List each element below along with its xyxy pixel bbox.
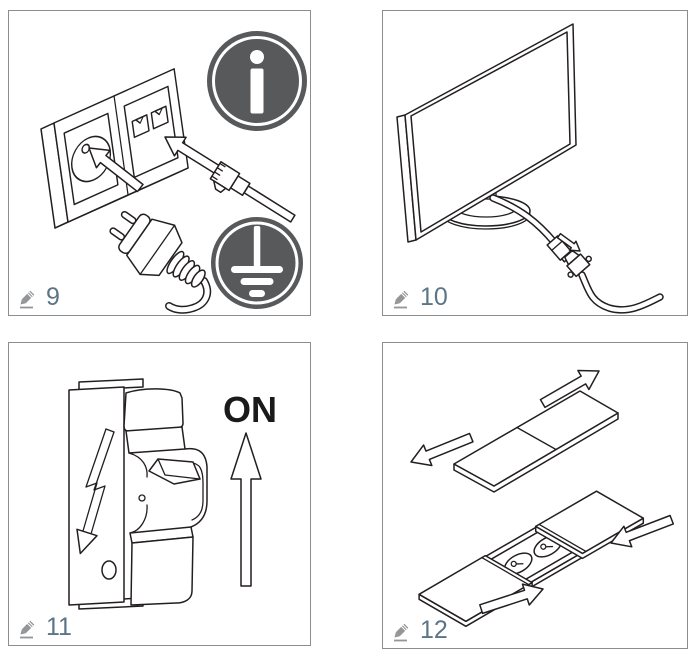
slide-cover-closed — [453, 390, 619, 493]
step-panel-11: ON 11 — [8, 342, 311, 646]
step-label: 10 — [393, 285, 448, 310]
step-11-illustration: ON — [68, 378, 277, 610]
on-label: ON — [223, 389, 277, 430]
step-label: 12 — [393, 618, 448, 643]
step-10-illustration — [396, 23, 664, 314]
step-label: 11 — [19, 615, 72, 640]
lightning-arrow-icon — [76, 428, 115, 555]
up-arrow — [230, 432, 262, 587]
circuit-breaker — [68, 378, 208, 610]
step-9-illustration — [40, 31, 307, 314]
pencil-icon — [394, 290, 409, 309]
step-number: 9 — [46, 283, 60, 311]
wall-outlet — [40, 68, 189, 229]
step-number: 12 — [420, 616, 448, 644]
cable-connector-female — [563, 249, 592, 278]
pencil-icon — [394, 623, 409, 642]
monitor — [396, 23, 577, 243]
step-label: 9 — [19, 285, 60, 310]
slide-panel-right — [534, 490, 645, 560]
monitor-screen — [410, 31, 571, 233]
step-panel-9: 9 — [8, 10, 311, 316]
info-icon — [207, 31, 307, 131]
step-panel-10: 10 — [382, 10, 688, 316]
ground-icon — [211, 217, 303, 309]
breaker-lever — [148, 458, 201, 485]
pencil-icon — [20, 620, 35, 639]
step-number: 10 — [420, 283, 448, 311]
pencil-icon — [20, 290, 35, 309]
incoming-cable — [563, 249, 664, 314]
rj45-jacks — [131, 105, 169, 139]
step-12-illustration — [406, 360, 677, 628]
power-plug — [109, 210, 212, 314]
step-number: 11 — [46, 613, 72, 641]
slide-cover-open — [418, 490, 645, 628]
step-panel-12: 12 — [382, 342, 688, 649]
network-connector — [209, 161, 296, 223]
